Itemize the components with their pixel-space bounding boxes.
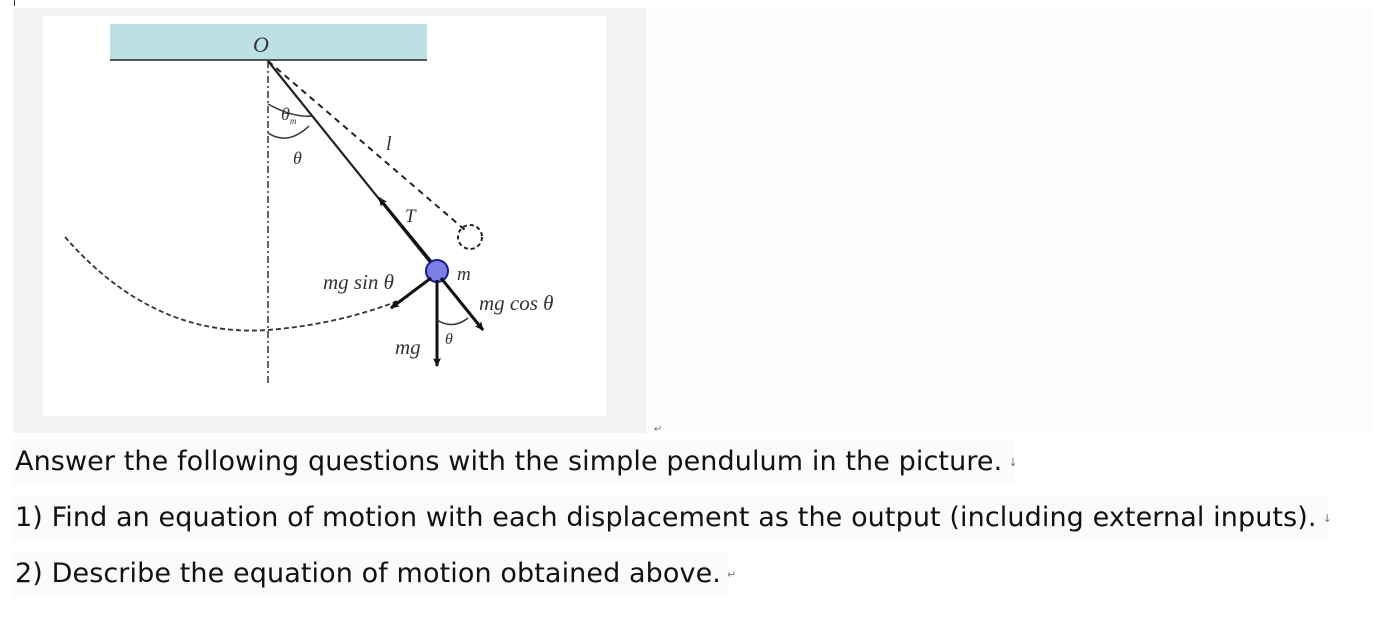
- line1-highlight: [12, 440, 1014, 484]
- question-1-text: 1) Find an equation of motion with each …: [15, 502, 1317, 533]
- mg-sin-arrow: [390, 276, 432, 310]
- mg-sin-label: mg sin θ: [323, 270, 394, 294]
- theta-m-arc: [267, 103, 314, 117]
- pivot-label: O: [253, 32, 269, 57]
- tension-arrow: [377, 197, 435, 265]
- line-end-mark: ↓: [1008, 456, 1018, 469]
- max-swing-bob: [457, 224, 483, 250]
- question-1: 1) Find an equation of motion with each …: [15, 502, 1332, 533]
- bottom-theta-arc: [436, 317, 469, 326]
- figure-canvas: [43, 16, 606, 416]
- pendulum-figure: O: [13, 8, 646, 433]
- pendulum-diagram: O: [64, 24, 553, 383]
- figure-background-right: [646, 8, 1372, 433]
- question-2: 2) Describe the equation of motion obtai…: [15, 558, 736, 589]
- question-intro: Answer the following questions with the …: [15, 446, 1018, 477]
- bottom-theta-label: θ: [445, 331, 453, 348]
- ceiling: [110, 24, 427, 60]
- question-2-text: 2) Describe the equation of motion obtai…: [15, 558, 721, 589]
- line3-highlight: [12, 552, 728, 596]
- mg-cos-arrow: [439, 277, 485, 331]
- paragraph-mark: ↵: [654, 424, 663, 435]
- tension-label: T: [405, 206, 417, 227]
- mg-label: mg: [395, 335, 421, 359]
- theta-arc: [267, 125, 310, 139]
- theta-label: θ: [293, 148, 302, 168]
- line-end-mark: ↓: [1322, 512, 1332, 525]
- paragraph-end-mark: ↵: [726, 568, 737, 581]
- question-intro-text: Answer the following questions with the …: [15, 446, 1003, 477]
- length-label: l: [386, 133, 392, 155]
- max-swing-string: [267, 60, 466, 231]
- swing-arc: [64, 236, 409, 332]
- theta-m-label: θm: [281, 104, 297, 126]
- line2-highlight: [12, 496, 1328, 540]
- text-cursor: [14, 0, 15, 6]
- mass-label: m: [457, 264, 471, 285]
- mg-cos-label: mg cos θ: [479, 291, 553, 315]
